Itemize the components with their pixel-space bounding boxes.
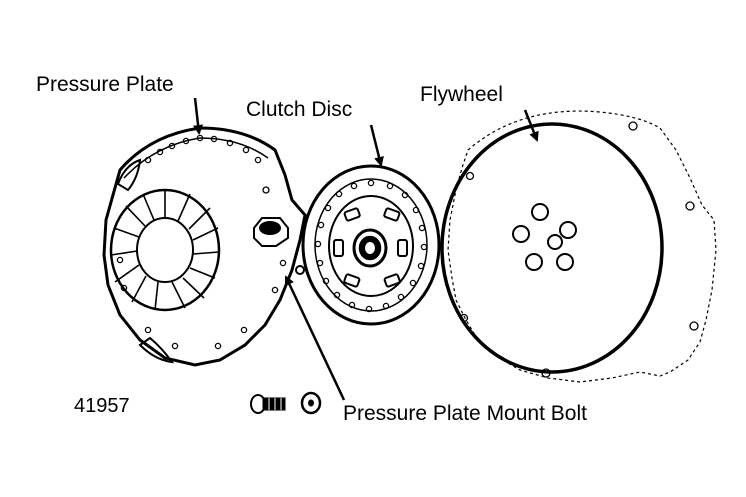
pressure-plate-label: Pressure Plate: [36, 73, 174, 96]
clutch-disc-outer: [301, 164, 441, 326]
mount-bolt-washer: [300, 391, 322, 415]
flywheel-housing-outline: [447, 110, 717, 383]
mount-bolt-boss: [253, 217, 289, 247]
clutch-disc-leader: [369, 124, 384, 167]
clutch-disc: [301, 164, 441, 326]
leader-lines: [193, 97, 539, 401]
flywheel-bolt-holes: [512, 203, 577, 271]
figure-number: 41957: [74, 395, 130, 417]
mount-bolt-label: Pressure Plate Mount Bolt: [343, 402, 587, 425]
diaphragm-fingers: [110, 190, 220, 311]
mount-bolt: [250, 394, 286, 414]
mount-bolt-leader: [284, 275, 346, 401]
flywheel-leader: [523, 109, 539, 142]
pressure-plate-leader: [193, 97, 204, 135]
clutch-disc-label: Clutch Disc: [246, 98, 353, 121]
mount-bolt-parts: [250, 391, 322, 415]
pressure-plate: [102, 126, 307, 367]
flywheel-disc: [440, 122, 664, 374]
flywheel-label: Flywheel: [420, 83, 503, 106]
pressure-plate-cover: [102, 126, 307, 367]
flywheel: [440, 110, 717, 383]
